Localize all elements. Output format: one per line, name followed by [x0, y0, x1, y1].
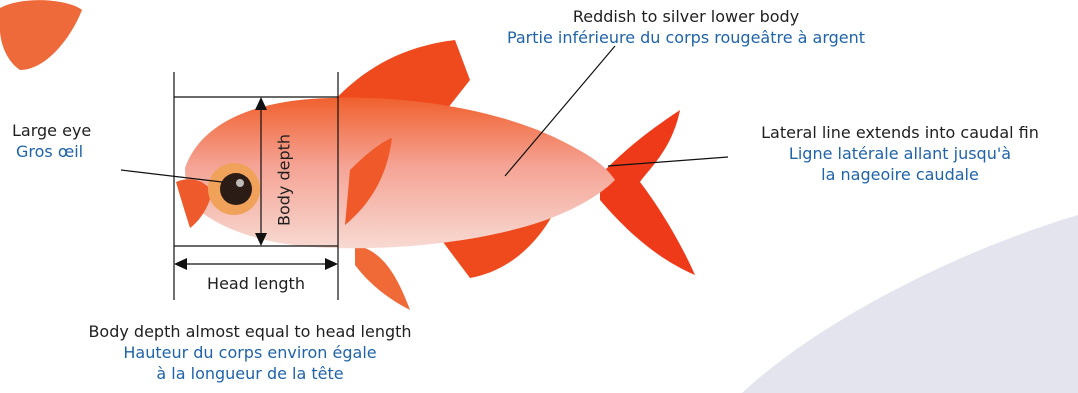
annotation-body-depth-en: Body depth almost equal to head length: [50, 321, 450, 342]
annotation-body-depth-fr-1: Hauteur du corps environ égale: [50, 342, 450, 363]
body-depth-label: Body depth: [275, 134, 294, 226]
annotation-lateral-line: Lateral line extends into caudal fin Lig…: [728, 122, 1072, 185]
corner-fin-fragment: [0, 0, 82, 70]
pelvic-fin: [355, 245, 410, 310]
head-length-text: Head length: [207, 274, 305, 293]
caudal-fin: [600, 110, 695, 275]
fish-mouth: [176, 179, 212, 228]
annotation-lower-body-en: Reddish to silver lower body: [486, 6, 886, 27]
annotation-lower-body: Reddish to silver lower body Partie infé…: [486, 6, 886, 48]
fish-eye: [220, 173, 252, 205]
annotation-body-depth: Body depth almost equal to head length H…: [50, 321, 450, 384]
annotation-eye: Large eye Gros œil: [12, 120, 91, 162]
annotation-eye-fr: Gros œil: [12, 141, 91, 162]
annotation-eye-en: Large eye: [12, 120, 91, 141]
annotation-lateral-line-fr-1: Ligne latérale allant jusqu'à: [728, 143, 1072, 164]
annotation-body-depth-fr-2: à la longueur de la tête: [50, 363, 450, 384]
annotation-lateral-line-fr-2: la nageoire caudale: [728, 164, 1072, 185]
annotation-lower-body-fr: Partie inférieure du corps rougeâtre à a…: [486, 27, 886, 48]
annotation-lateral-line-en: Lateral line extends into caudal fin: [728, 122, 1072, 143]
